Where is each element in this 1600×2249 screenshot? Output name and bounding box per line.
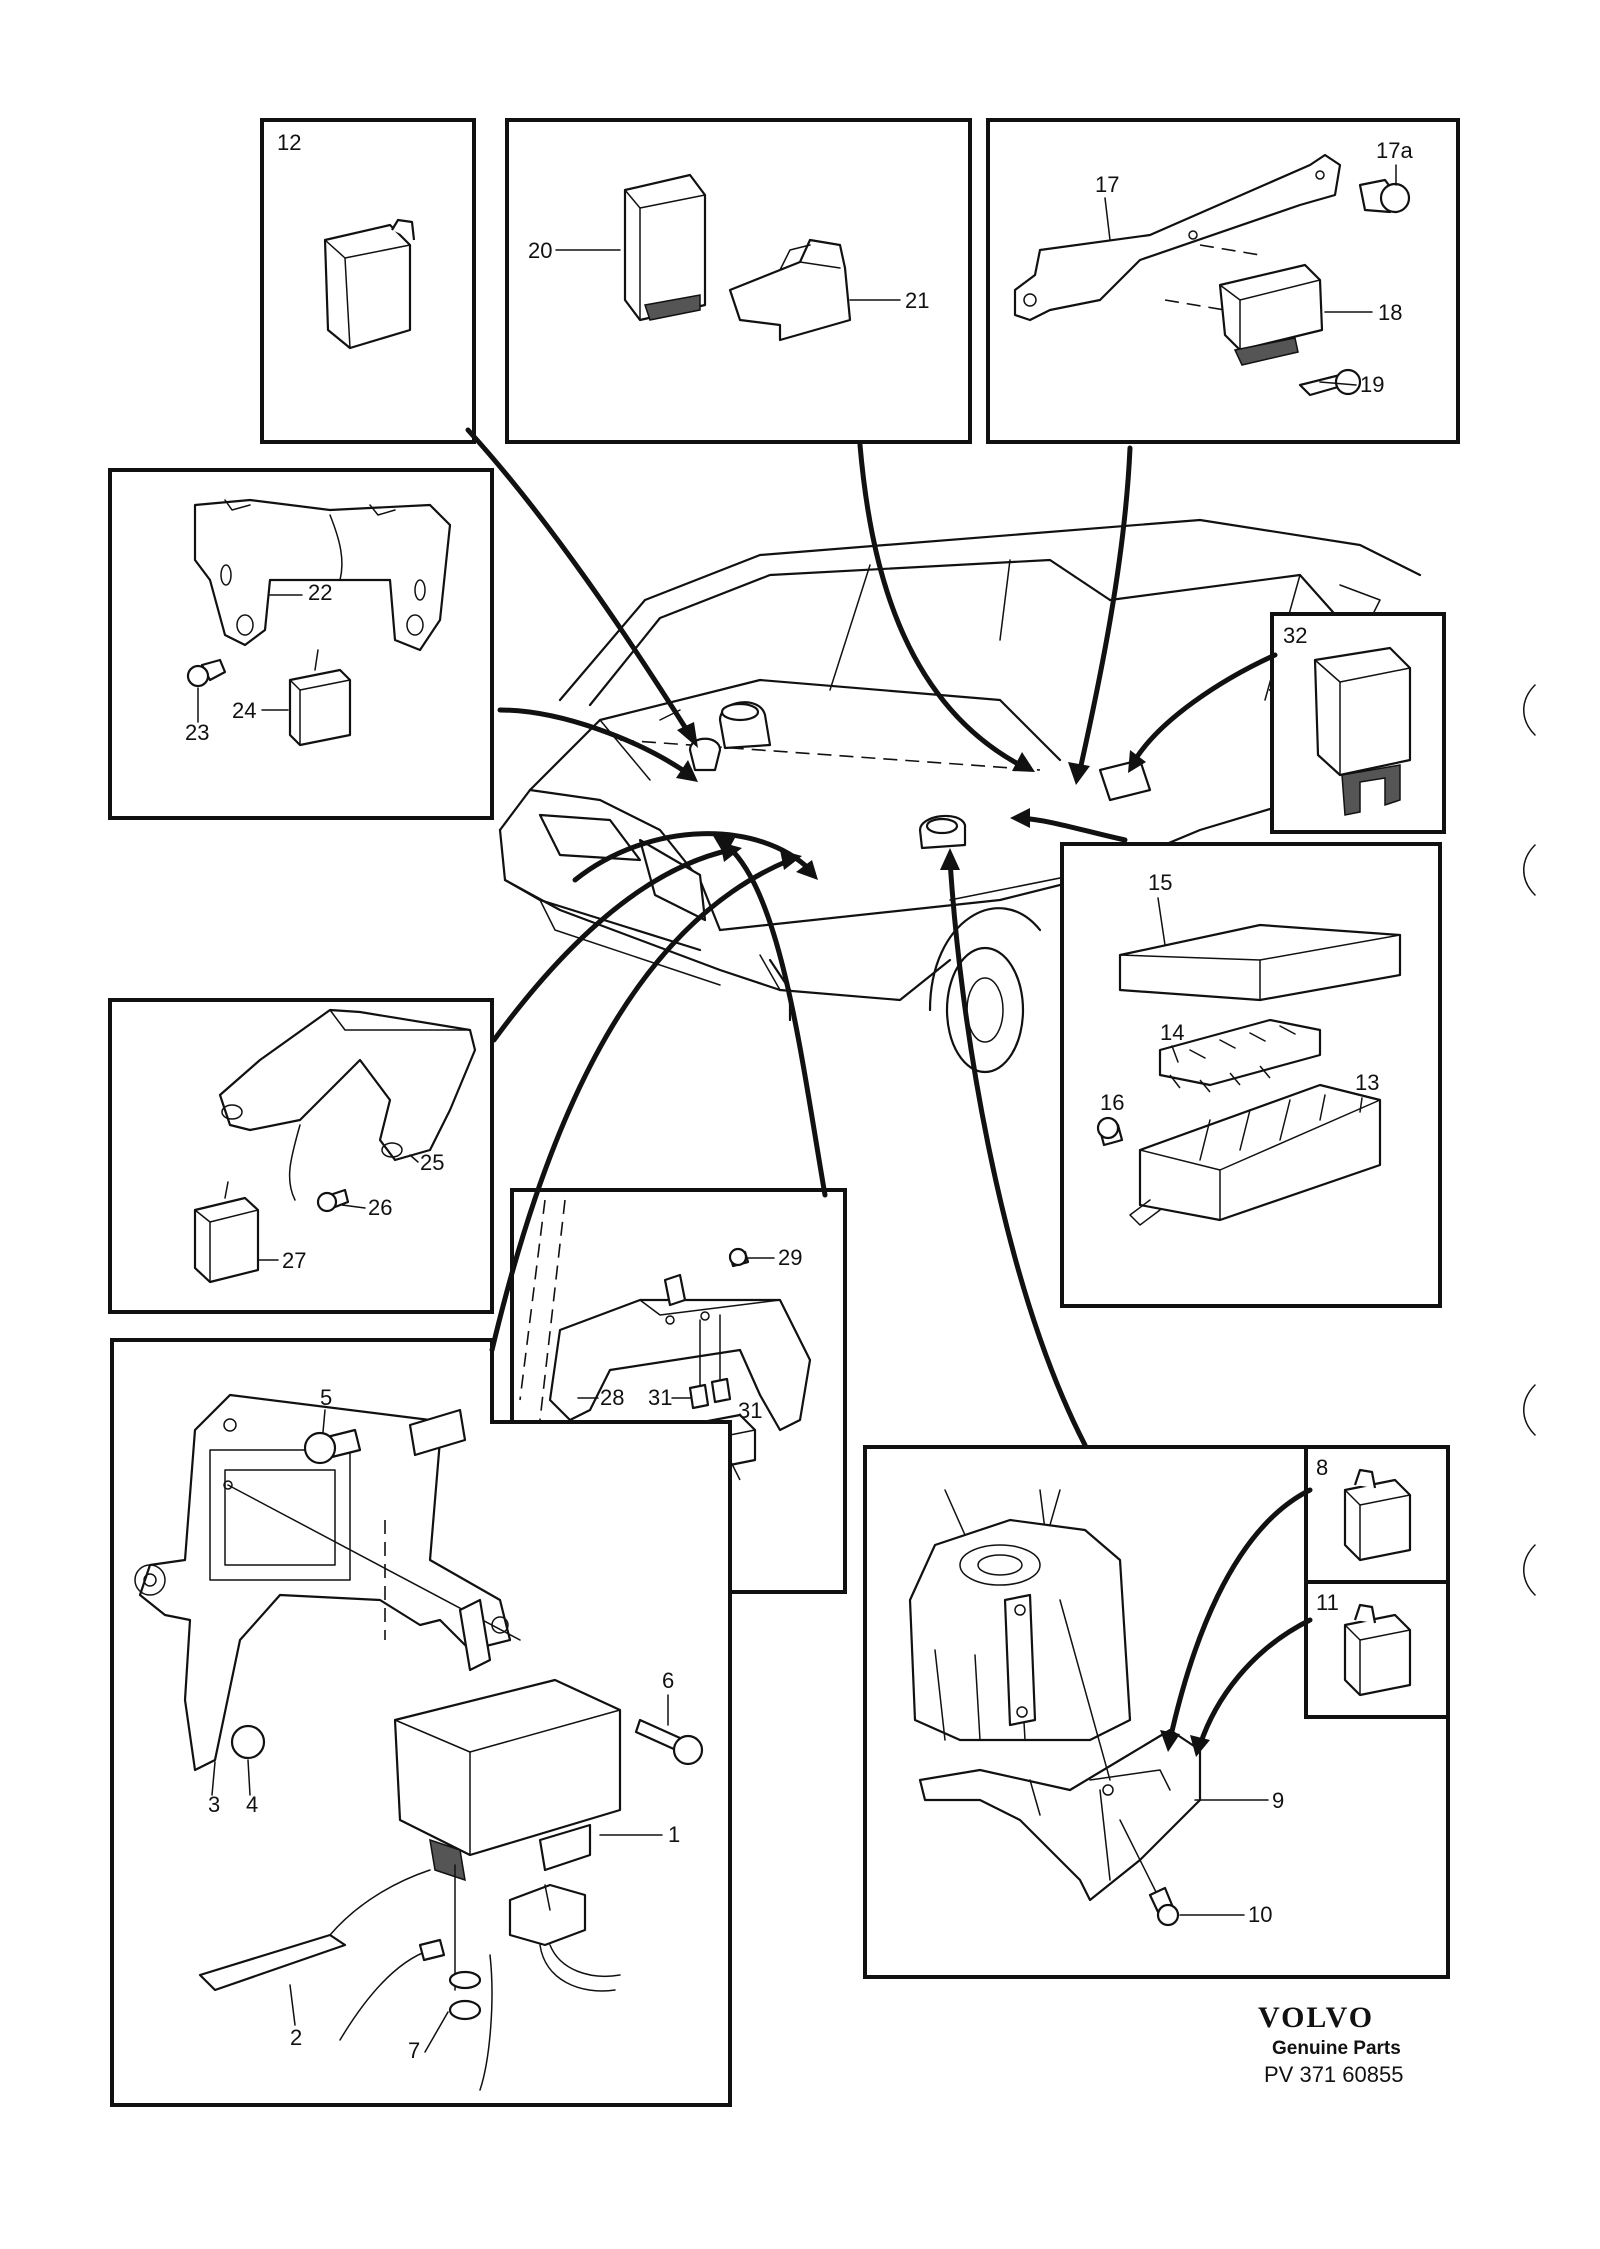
label-12: 12: [277, 130, 301, 155]
label-11: 11: [1316, 1590, 1339, 1615]
label-31b: 31: [738, 1398, 762, 1423]
panel-relay-1-7: 5 6 2 7 1: [110, 1338, 732, 2107]
label-21: 21: [905, 288, 929, 313]
label-8: 8: [1316, 1455, 1328, 1480]
label-24: 24: [232, 698, 256, 723]
label-1: 1: [668, 1822, 680, 1847]
label-31a: 31: [648, 1385, 672, 1410]
label-25: 25: [420, 1150, 444, 1175]
panel-relay-20-21: 20 21: [505, 118, 972, 444]
label-9: 9: [1272, 1788, 1284, 1813]
panel-fusebox-13-16: 15 14 13 16: [1060, 842, 1442, 1308]
label-32: 32: [1283, 623, 1307, 648]
panel-bracket-28-31: 29 28 31 31 30: [510, 1188, 847, 1594]
margin-marks: [1523, 684, 1536, 1596]
label-2: 2: [290, 2025, 302, 2050]
connector-arrows: [465, 427, 1313, 1757]
label-22: 22: [308, 580, 332, 605]
label-4: 4: [246, 1792, 258, 1817]
label-3: 3: [208, 1792, 220, 1817]
label-27: 27: [282, 1248, 306, 1273]
label-17: 17: [1095, 172, 1119, 197]
label-14: 14: [1160, 1020, 1184, 1045]
panel-relay-12: 12: [260, 118, 476, 444]
label-18: 18: [1378, 300, 1402, 325]
part-catalog-code: PV 371 60855: [1264, 2062, 1403, 2087]
panel-bracket-25-26-27: 25 26 27: [108, 998, 494, 1314]
panel-relay-32: 32: [1270, 612, 1446, 834]
label-5: 5: [320, 1385, 332, 1410]
panel-bracket-17-18-19: 17 17a 18 19: [986, 118, 1460, 444]
brand-tagline: Genuine Parts: [1272, 2038, 1401, 2059]
panel-distributor-8-11: 8 11 9 10: [863, 1445, 1450, 1979]
label-23: 23: [185, 720, 209, 745]
brand-logo: VOLVO: [1258, 2001, 1374, 2034]
label-15: 15: [1148, 870, 1172, 895]
label-10: 10: [1248, 1902, 1272, 1927]
label-17a: 17a: [1376, 138, 1413, 163]
label-19: 19: [1360, 372, 1384, 397]
label-13: 13: [1355, 1070, 1379, 1095]
volvo-branding: VOLVO Genuine Parts PV 371 60855: [1258, 2001, 1403, 2087]
label-6: 6: [662, 1668, 674, 1693]
label-16: 16: [1100, 1090, 1124, 1115]
label-7: 7: [408, 2038, 420, 2063]
label-29: 29: [778, 1245, 802, 1270]
label-26: 26: [368, 1195, 392, 1220]
label-20: 20: [528, 238, 552, 263]
panel-bracket-22-23-24: 22 23 24: [108, 468, 494, 820]
label-28: 28: [600, 1385, 624, 1410]
